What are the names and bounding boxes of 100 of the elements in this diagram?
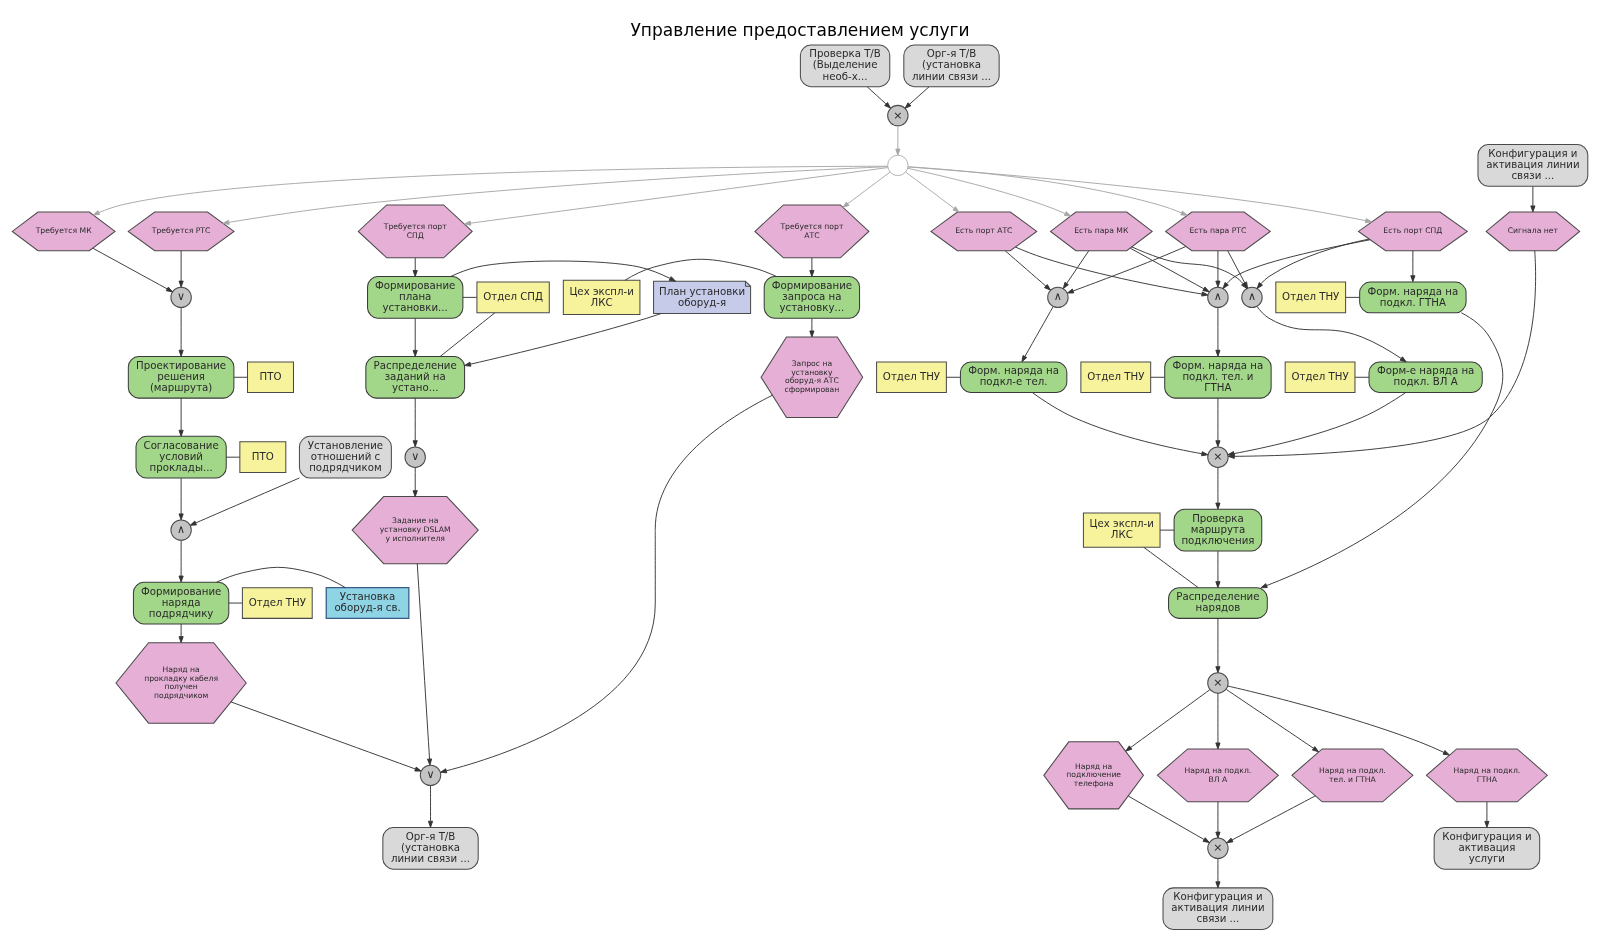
arrow [1410, 249, 1416, 282]
node-circle: × [887, 104, 909, 126]
arrow [809, 317, 815, 337]
arrow [907, 166, 1373, 223]
node-box: Орг-я Т/В (установка линии связи ... [382, 826, 479, 870]
node-box: ПТО [247, 360, 294, 393]
arrow [178, 539, 184, 582]
node-circle: ∨ [170, 286, 192, 308]
arrow [809, 257, 815, 277]
arrow [440, 394, 773, 773]
arrow [1484, 800, 1490, 828]
node-box: ПТО [239, 440, 287, 473]
node-box: Отдел СПД [476, 281, 550, 313]
node-box: Конфигурация и активация услуги [1433, 826, 1541, 870]
arrow [1225, 688, 1319, 752]
arrow [178, 623, 184, 643]
node-circle: ∧ [1047, 286, 1069, 308]
arrow [1226, 794, 1316, 843]
arrow [1127, 795, 1210, 843]
node-box: Отдел ТНУ [241, 586, 313, 619]
arrow [412, 257, 418, 277]
node-circle: ∨ [419, 764, 442, 786]
node-box: Форм. наряда на подкл-е тел. [959, 360, 1068, 393]
node-box: Орг-я Т/В (установка линии связи ... [903, 43, 1000, 87]
node-circle: ∧ [1241, 286, 1263, 308]
arrow [1256, 238, 1370, 289]
arrow [1215, 692, 1221, 749]
arrow [842, 171, 891, 208]
connector [233, 376, 248, 378]
arrow [1066, 245, 1187, 294]
arrow [1015, 246, 1209, 297]
arrow [907, 165, 1188, 216]
arrow [1215, 466, 1221, 509]
node-box: Конфигурация и активация линии связи ... [1162, 886, 1274, 930]
arrow [1227, 685, 1450, 755]
node-circle: × [1207, 837, 1229, 859]
node-box: Отдел ТНУ [876, 360, 947, 393]
connector [225, 456, 241, 458]
node-box: Проверка маршрута подключения [1173, 508, 1263, 551]
node-box: Отдел ТНУ [1284, 360, 1356, 393]
arrow [1021, 305, 1054, 362]
arrow [92, 247, 173, 292]
node-box: Проверка Т/В (Выделение необ-х... [799, 43, 891, 87]
arrow [178, 249, 184, 288]
arrow [427, 784, 434, 828]
arrow [1004, 249, 1051, 291]
node-box: Конфигурация и активация линии связи ... [1477, 143, 1589, 187]
arrow [230, 701, 422, 772]
node-box: Установка оборуд-я св. [325, 586, 410, 619]
node-box: Формирование плана установки... [367, 275, 464, 319]
arrow [1260, 311, 1504, 588]
node-box: Форм. наряда на подкл. ГТНА [1359, 281, 1467, 313]
node-box: Форм-е наряда на подкл. ВЛ А [1368, 360, 1483, 393]
connector [228, 602, 243, 604]
node-circle: ∨ [404, 445, 426, 468]
arrow [904, 85, 930, 109]
arrow [907, 167, 1072, 216]
arrow [1215, 550, 1221, 588]
node-box: Форм. наряда на подкл. тел. и ГТНА [1164, 355, 1272, 399]
arrow [1125, 688, 1211, 751]
node-circle: ∧ [1207, 286, 1229, 308]
node-circle: × [1207, 671, 1229, 694]
arrow [178, 397, 184, 437]
arrow [178, 306, 184, 357]
arrow [464, 166, 889, 226]
node-box: Формирование наряда подрядчику [132, 581, 230, 624]
arrow [416, 562, 433, 765]
arrow [1062, 249, 1090, 289]
arrow [412, 317, 418, 357]
arrow [1215, 397, 1221, 447]
arrow [1256, 305, 1407, 362]
arrow [189, 477, 300, 526]
node-box: Проектирование решения (маршрута) [127, 355, 235, 399]
arrow [1129, 247, 1210, 292]
node-circle [887, 154, 909, 176]
arrow [1215, 617, 1221, 673]
node-box: Распределение нарядов [1168, 586, 1268, 619]
arrow [895, 125, 901, 156]
node-box: Отдел ТНУ [1080, 360, 1152, 393]
arrow [412, 397, 418, 447]
arrow [905, 171, 960, 212]
connector [439, 311, 496, 357]
arrow [178, 477, 184, 520]
connector [946, 376, 961, 378]
arrow [412, 466, 418, 497]
connector [1143, 546, 1199, 588]
arrow [1215, 306, 1221, 357]
connector [1150, 376, 1165, 378]
arrow [464, 312, 662, 367]
connector [624, 258, 777, 281]
node-box: Установление отношений с подрядчиком [298, 435, 392, 479]
node-box: Цех экспл-и ЛКС [1082, 512, 1161, 548]
connector [1354, 376, 1370, 378]
connector [1159, 529, 1175, 531]
arrow [450, 260, 676, 282]
arrow [866, 85, 891, 109]
node-circle: × [1207, 445, 1229, 468]
arrow [1215, 857, 1221, 888]
connector [1345, 296, 1360, 298]
arrow [1530, 185, 1536, 212]
